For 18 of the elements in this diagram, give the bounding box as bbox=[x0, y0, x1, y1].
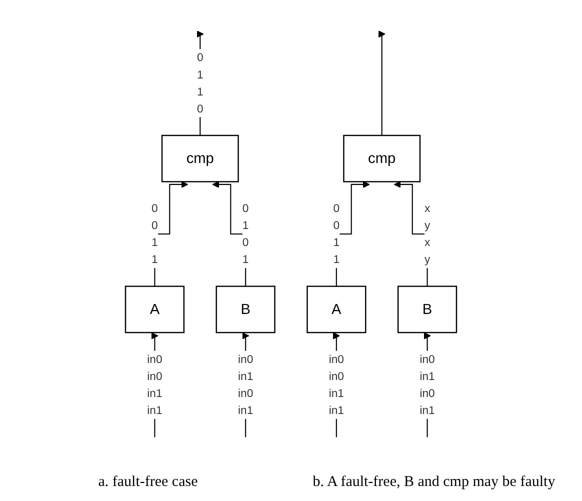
edge-label: in0 in0 in1 in1 bbox=[328, 352, 344, 416]
edge-label: 0 0 1 1 bbox=[333, 202, 340, 266]
edge-label: in0 in0 in1 in1 bbox=[147, 352, 162, 416]
node-box bbox=[124, 286, 185, 334]
node-box bbox=[397, 286, 458, 334]
edge-label: 0 1 0 1 bbox=[242, 202, 249, 266]
panel-caption: b. A fault-free, B and cmp may be faulty bbox=[312, 474, 556, 491]
arrow bbox=[378, 30, 386, 136]
edge-label: 0 1 1 0 bbox=[196, 50, 204, 115]
panel-caption: a. fault-free case bbox=[97, 474, 199, 491]
node-box bbox=[306, 286, 366, 334]
edge-label: in0 in1 in0 in1 bbox=[238, 352, 254, 416]
edge-label: 0 0 1 1 bbox=[152, 202, 158, 266]
node-box bbox=[343, 134, 421, 182]
edge-label: x y x y bbox=[424, 202, 430, 266]
node-box bbox=[161, 134, 239, 182]
node-box bbox=[216, 286, 276, 334]
edge-label: in0 in1 in0 in1 bbox=[420, 352, 435, 416]
